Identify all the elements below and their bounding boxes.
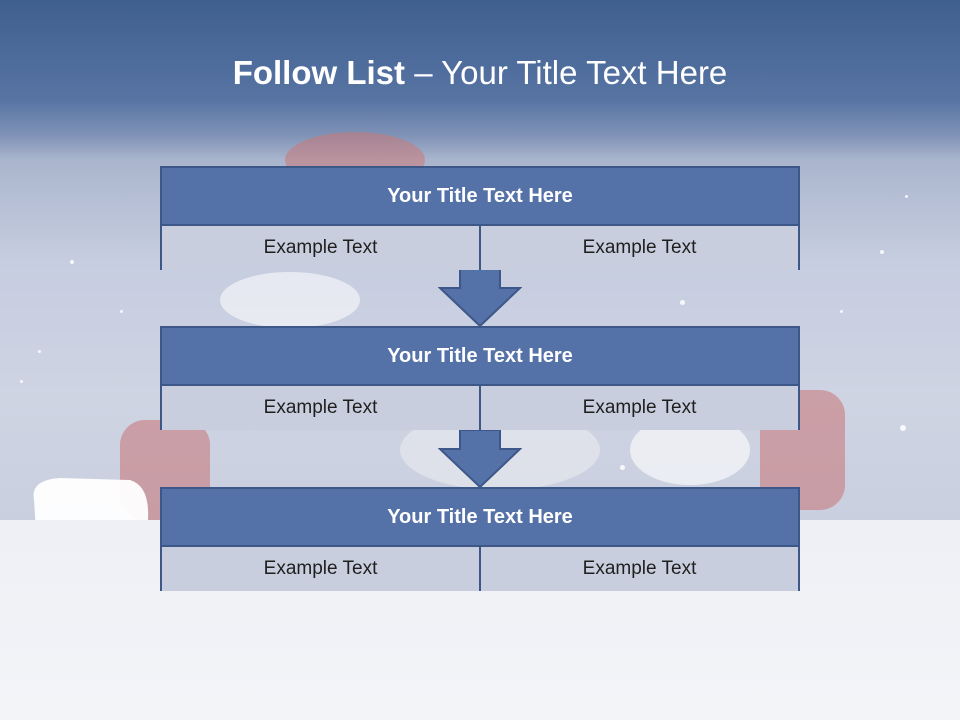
step-title: Your Title Text Here (162, 168, 798, 226)
step-cell-right: Example Text (479, 386, 798, 430)
step-cell-right: Example Text (479, 547, 798, 591)
step-cell-right: Example Text (479, 226, 798, 270)
snowflake (620, 465, 625, 470)
step-box-1: Your Title Text Here Example Text Exampl… (160, 166, 800, 270)
step-row: Example Text Example Text (162, 386, 798, 430)
snowflake (905, 195, 908, 198)
step-row: Example Text Example Text (162, 547, 798, 591)
snowflake (680, 300, 685, 305)
step-cell-left: Example Text (162, 226, 479, 270)
snowflake (38, 350, 41, 353)
step-cell-left: Example Text (162, 547, 479, 591)
down-arrow-icon (438, 268, 522, 328)
title-bold: Follow List (232, 54, 406, 91)
snowflake (70, 260, 74, 264)
title-rest: – Your Title Text Here (405, 54, 728, 91)
step-box-2: Your Title Text Here Example Text Exampl… (160, 326, 800, 430)
step-title: Your Title Text Here (162, 328, 798, 386)
snowflake (120, 310, 123, 313)
down-arrow-icon (438, 429, 522, 489)
snowflake (900, 425, 906, 431)
step-title: Your Title Text Here (162, 489, 798, 547)
snowflake (880, 250, 884, 254)
snowflake (20, 380, 23, 383)
snowflake (840, 310, 843, 313)
step-box-3: Your Title Text Here Example Text Exampl… (160, 487, 800, 591)
step-cell-left: Example Text (162, 386, 479, 430)
step-row: Example Text Example Text (162, 226, 798, 270)
slide-title: Follow List – Your Title Text Here (0, 54, 960, 92)
